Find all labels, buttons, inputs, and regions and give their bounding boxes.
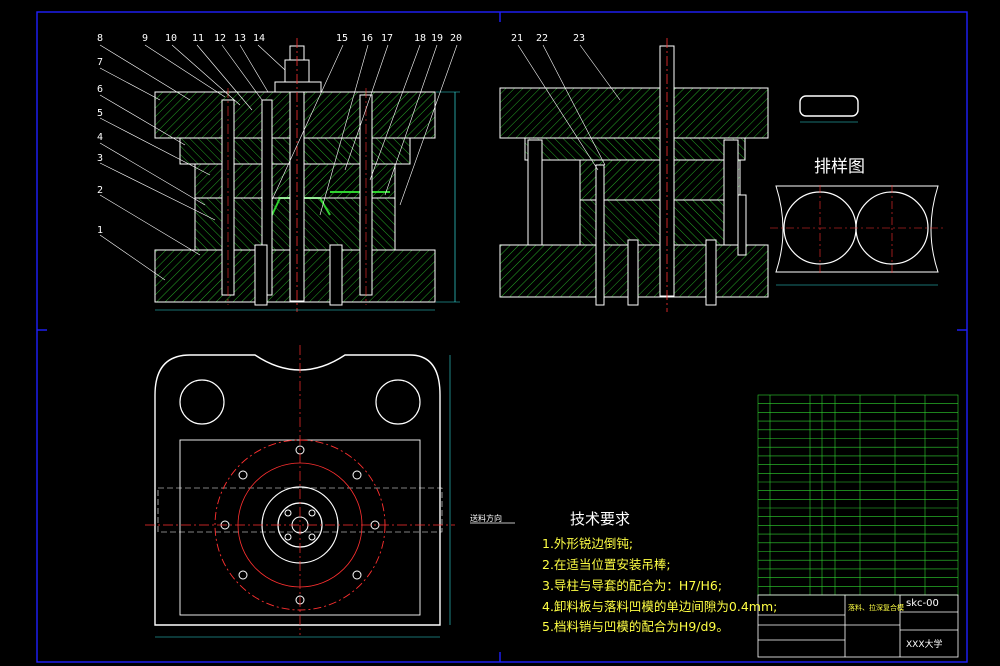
part-number-label: 16 [361, 33, 374, 44]
part-number-label: 9 [142, 33, 149, 44]
part-number-label: 23 [573, 33, 586, 44]
technical-requirement-item: 4.卸料板与落料凹模的单边间隙为0.4mm; [542, 599, 778, 614]
parts-list [757, 394, 959, 596]
strip-layout-title: 排样图 [814, 157, 865, 177]
part-number-label: 13 [234, 33, 247, 44]
side-section-view [499, 38, 769, 312]
part-number-label: 11 [192, 33, 205, 44]
drawing-code: skc-00 [906, 598, 939, 609]
part-number-label: 8 [97, 33, 104, 44]
title-block [757, 594, 959, 658]
plan-view [145, 345, 515, 638]
part-number-label: 1 [97, 225, 104, 236]
feed-direction-label: 送料方向 [470, 514, 502, 523]
part-number-label: 21 [511, 33, 524, 44]
part-number-label: 14 [253, 33, 266, 44]
part-number-label: 5 [97, 108, 104, 119]
technical-requirement-item: 2.在适当位置安装吊棒; [542, 557, 671, 572]
part-number-label: 3 [97, 153, 104, 164]
drawing-frame [36, 11, 968, 663]
assembly-name: 落料、拉深复合模 [848, 604, 904, 612]
front-section-view [99, 38, 460, 312]
part-number-label: 6 [97, 84, 104, 95]
part-number-label: 10 [165, 33, 178, 44]
technical-requirement-item: 3.导柱与导套的配合为：H7/H6; [542, 578, 723, 593]
blank-detail [799, 95, 859, 123]
part-number-label: 22 [536, 33, 549, 44]
technical-requirement-item: 5.档料销与凹模的配合为H9/d9。 [542, 619, 729, 634]
part-number-label: 19 [431, 33, 444, 44]
part-number-label: 2 [97, 185, 104, 196]
school-name: XXX大学 [906, 640, 943, 650]
technical-requirement-item: 1.外形锐边倒钝; [542, 536, 634, 551]
part-number-label: 15 [336, 33, 349, 44]
part-number-label: 17 [381, 33, 394, 44]
part-number-label: 7 [97, 57, 104, 68]
part-number-label: 18 [414, 33, 427, 44]
part-number-label: 20 [450, 33, 463, 44]
strip-layout [770, 185, 945, 286]
technical-requirements-title: 技术要求 [570, 510, 631, 528]
part-number-label: 4 [97, 132, 104, 143]
part-number-label: 12 [214, 33, 227, 44]
